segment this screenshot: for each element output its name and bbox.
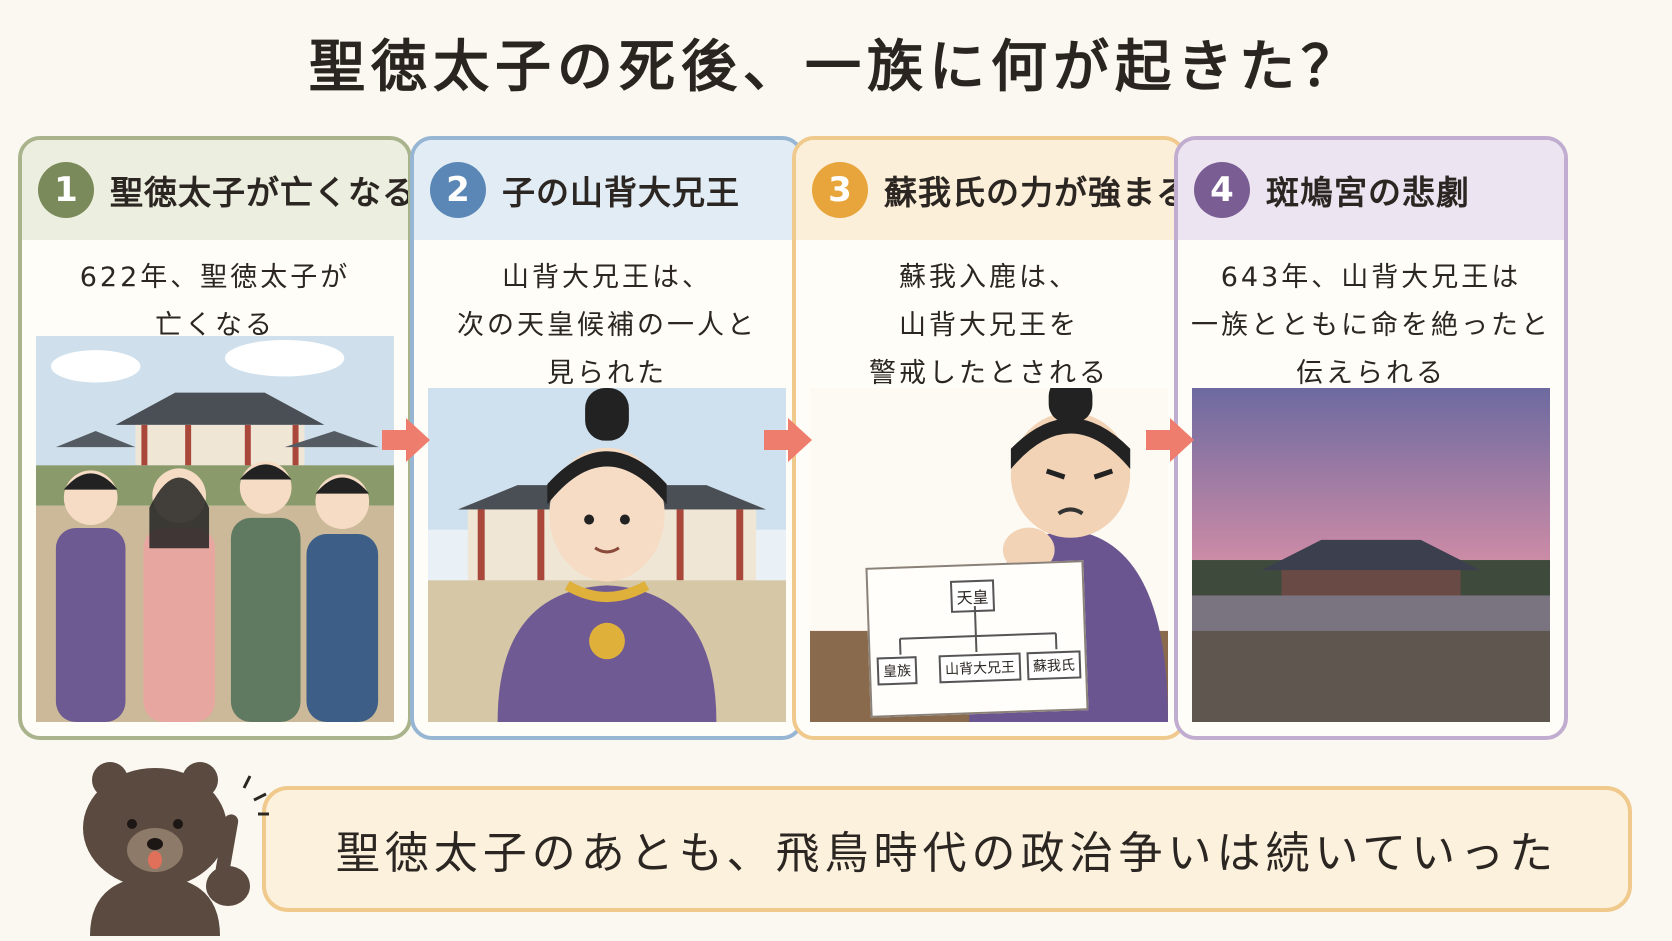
- panel-2-header: 2 子の山背大兄王: [414, 140, 800, 240]
- chart-lines: [898, 606, 1058, 655]
- panel-1: 1 聖徳太子が亡くなる 622年、聖徳太子が 亡くなる: [18, 136, 412, 740]
- conclusion-banner: 聖徳太子のあとも、飛鳥時代の政治争いは続いていった: [262, 786, 1632, 912]
- panel-1-description: 622年、聖徳太子が 亡くなる: [22, 254, 408, 350]
- panel-1-heading: 聖徳太子が亡くなる: [110, 173, 412, 212]
- conclusion-text: 聖徳太子のあとも、飛鳥時代の政治争いは続いていった: [335, 828, 1559, 879]
- panel-2-line-1: 山背大兄王は、: [502, 262, 712, 293]
- panel-3-line-2: 山背大兄王を: [899, 310, 1079, 341]
- chart-soga-box: 蘇我氏: [1026, 650, 1082, 681]
- right-arrow-icon: [382, 418, 430, 462]
- panel-2: 2 子の山背大兄王 山背大兄王は、 次の天皇候補の一人と 見られた: [410, 136, 804, 740]
- panel-3-description: 蘇我入鹿は、 山背大兄王を 警戒したとされる: [796, 254, 1182, 398]
- panel-1-number: 1: [38, 162, 94, 218]
- exclamation-marks-icon: [242, 775, 269, 816]
- panel-2-heading: 子の山背大兄王: [502, 173, 740, 212]
- ikaruga-palace-illustration: [1192, 388, 1550, 722]
- chart-royal-family-box: 皇族: [876, 656, 918, 686]
- panel-2-line-2: 次の天皇候補の一人と: [457, 310, 757, 341]
- panel-4: 4 斑鳩宮の悲劇 643年、山背大兄王は 一族とともに命を絶ったと 伝えられる: [1174, 136, 1568, 740]
- panel-4-line-2: 一族とともに命を絶ったと: [1191, 310, 1551, 341]
- panel-1-line-1: 622年、聖徳太子が: [79, 262, 351, 293]
- right-arrow-icon: [1146, 418, 1194, 462]
- panel-4-line-1: 643年、山背大兄王は: [1220, 262, 1522, 293]
- panel-1-header: 1 聖徳太子が亡くなる: [22, 140, 408, 240]
- chart-yamashiro-box: 山背大兄王: [938, 652, 1022, 684]
- bear-mascot-icon: [83, 762, 269, 936]
- panel-4-header: 4 斑鳩宮の悲劇: [1178, 140, 1564, 240]
- panel-1-line-2: 亡くなる: [155, 310, 275, 341]
- panel-2-number: 2: [430, 162, 486, 218]
- lineage-chart: 天皇 皇族 山背大兄王 蘇我氏: [865, 560, 1089, 718]
- right-arrow-icon: [764, 418, 812, 462]
- mourning-people-illustration: [36, 336, 394, 722]
- panel-2-description: 山背大兄王は、 次の天皇候補の一人と 見られた: [414, 254, 800, 398]
- panel-3-number: 3: [812, 162, 868, 218]
- panel-3-heading: 蘇我氏の力が強まる: [884, 173, 1186, 212]
- prince-yamashiro-illustration: [428, 388, 786, 722]
- page-title: 聖徳太子の死後、一族に何が起きた？: [309, 35, 1363, 100]
- panel-4-number: 4: [1194, 162, 1250, 218]
- panel-3-line-3: 警戒したとされる: [869, 358, 1109, 389]
- panel-3-header: 3 蘇我氏の力が強まる: [796, 140, 1182, 240]
- panel-4-heading: 斑鳩宮の悲劇: [1266, 173, 1470, 212]
- panel-2-line-3: 見られた: [547, 358, 667, 389]
- panel-4-description: 643年、山背大兄王は 一族とともに命を絶ったと 伝えられる: [1178, 254, 1564, 398]
- panel-4-line-3: 伝えられる: [1296, 358, 1446, 389]
- panel-3-line-1: 蘇我入鹿は、: [899, 262, 1079, 293]
